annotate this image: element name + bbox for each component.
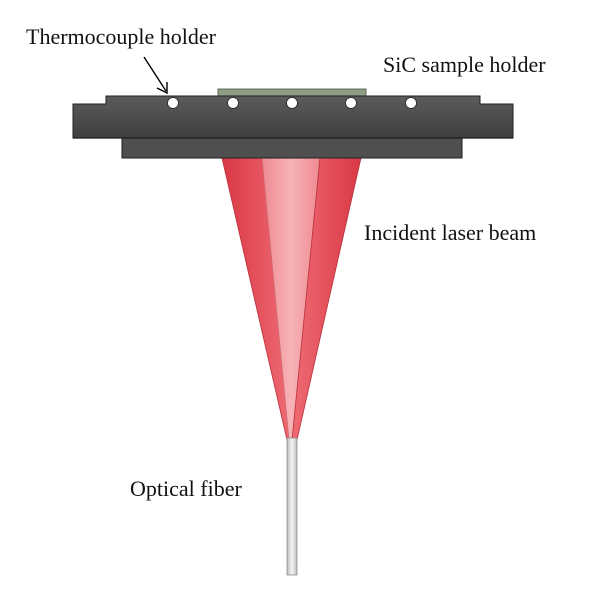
- holder-bottom-plate: [121, 137, 463, 159]
- thermocouple-hole: [227, 97, 239, 109]
- label-optical-fiber: Optical fiber: [130, 476, 242, 501]
- thermocouple-holes: [167, 97, 417, 109]
- thermocouple-hole: [286, 97, 298, 109]
- label-thermocouple-holder: Thermocouple holder: [26, 24, 217, 49]
- thermocouple-arrow: [143, 56, 168, 95]
- optical-fiber: [286, 437, 298, 576]
- laser-beam: [221, 157, 362, 441]
- label-sic-sample-holder: SiC sample holder: [383, 52, 546, 77]
- thermocouple-hole: [345, 97, 357, 109]
- thermocouple-hole: [405, 97, 417, 109]
- thermocouple-hole: [167, 97, 179, 109]
- sic-sample-holder: [72, 95, 514, 159]
- label-incident-laser-beam: Incident laser beam: [364, 220, 536, 245]
